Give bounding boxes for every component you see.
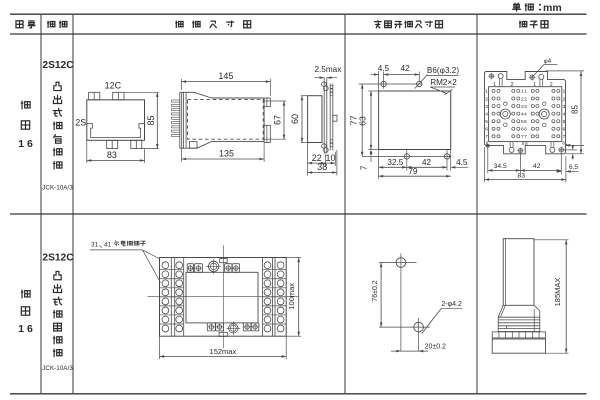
svg-text:3: 3 xyxy=(521,104,524,110)
svg-text:41: 41 xyxy=(104,241,112,248)
svg-text:42: 42 xyxy=(400,64,410,73)
svg-text:6: 6 xyxy=(485,127,488,133)
svg-text:63: 63 xyxy=(358,116,368,126)
svg-text:4.5: 4.5 xyxy=(378,64,390,73)
svg-text:1: 1 xyxy=(524,89,527,95)
svg-text:2S: 2S xyxy=(75,117,86,127)
svg-text:42: 42 xyxy=(533,163,541,170)
svg-text:3: 3 xyxy=(524,104,527,110)
svg-text:34.5: 34.5 xyxy=(494,163,507,170)
svg-text:1 6: 1 6 xyxy=(18,138,33,150)
svg-text:5: 5 xyxy=(485,119,488,125)
svg-text:6: 6 xyxy=(524,127,527,133)
svg-text:7: 7 xyxy=(524,134,527,140)
svg-text:7: 7 xyxy=(360,165,369,170)
svg-text:185MAX: 185MAX xyxy=(553,278,562,307)
svg-text:85: 85 xyxy=(571,105,580,114)
svg-text:4.5: 4.5 xyxy=(456,158,468,167)
svg-text:8: 8 xyxy=(562,141,565,146)
svg-text:6: 6 xyxy=(521,127,524,133)
svg-text:152max: 152max xyxy=(210,347,237,356)
svg-text:JCK-10A/3: JCK-10A/3 xyxy=(42,365,73,372)
svg-text:2-φ4.2: 2-φ4.2 xyxy=(441,301,462,308)
svg-text:100max: 100max xyxy=(287,283,296,310)
svg-text:2.5max: 2.5max xyxy=(314,65,341,74)
svg-text:1: 1 xyxy=(485,89,488,95)
svg-text:1: 1 xyxy=(533,82,536,88)
svg-text:1 6: 1 6 xyxy=(18,323,33,335)
svg-text:135: 135 xyxy=(219,149,234,159)
svg-text:145: 145 xyxy=(218,71,233,81)
svg-text:8: 8 xyxy=(525,141,528,146)
svg-text:2: 2 xyxy=(521,96,524,102)
svg-text:4: 4 xyxy=(485,111,488,117)
svg-text:5: 5 xyxy=(563,119,566,125)
svg-text:2: 2 xyxy=(524,96,527,102)
svg-text:60: 60 xyxy=(290,114,300,124)
svg-text:1: 1 xyxy=(563,89,566,95)
svg-text:20±0.2: 20±0.2 xyxy=(425,344,446,351)
svg-text:φ4: φ4 xyxy=(544,59,552,65)
svg-text:83: 83 xyxy=(518,172,526,179)
svg-text:2S12C: 2S12C xyxy=(42,60,74,71)
svg-text:mm: mm xyxy=(543,2,562,14)
svg-text:JCK-10A/3: JCK-10A/3 xyxy=(42,185,73,192)
svg-text:4: 4 xyxy=(563,111,566,117)
svg-text:76±0.2: 76±0.2 xyxy=(372,280,379,301)
svg-text:5: 5 xyxy=(521,119,524,125)
svg-text:RM2×2: RM2×2 xyxy=(430,78,457,87)
svg-text:77: 77 xyxy=(348,115,358,125)
svg-text:3: 3 xyxy=(563,104,566,110)
svg-text:7: 7 xyxy=(563,134,566,140)
svg-text:4: 4 xyxy=(524,111,527,117)
svg-text:67: 67 xyxy=(272,115,282,125)
svg-text:4: 4 xyxy=(521,111,524,117)
svg-text:83: 83 xyxy=(107,150,117,160)
svg-text:10: 10 xyxy=(325,153,335,163)
svg-text:38: 38 xyxy=(317,162,327,172)
svg-text:1: 1 xyxy=(493,82,496,88)
svg-text:6: 6 xyxy=(563,127,566,133)
svg-text:7: 7 xyxy=(485,134,488,140)
svg-text:42: 42 xyxy=(422,158,432,167)
svg-text:1: 1 xyxy=(521,89,524,95)
svg-text:B6(φ3.2): B6(φ3.2) xyxy=(427,66,459,75)
svg-text:3: 3 xyxy=(485,104,488,110)
svg-text:79: 79 xyxy=(408,167,418,176)
svg-text:2S12C: 2S12C xyxy=(42,252,74,263)
svg-text:32.5: 32.5 xyxy=(387,158,403,167)
svg-text:7: 7 xyxy=(521,134,524,140)
svg-text:2: 2 xyxy=(563,96,566,102)
svg-text:2: 2 xyxy=(485,96,488,102)
svg-text:2: 2 xyxy=(511,82,514,88)
svg-text:22: 22 xyxy=(312,153,322,163)
svg-text:31: 31 xyxy=(91,241,99,248)
svg-text:4: 4 xyxy=(566,143,572,147)
svg-text:8: 8 xyxy=(486,141,489,146)
svg-text:6.5: 6.5 xyxy=(569,164,578,171)
svg-text:8: 8 xyxy=(522,141,525,146)
svg-text:85: 85 xyxy=(146,115,156,125)
svg-text:12C: 12C xyxy=(105,81,122,91)
svg-text:2: 2 xyxy=(550,82,553,88)
svg-text:5: 5 xyxy=(524,119,527,125)
